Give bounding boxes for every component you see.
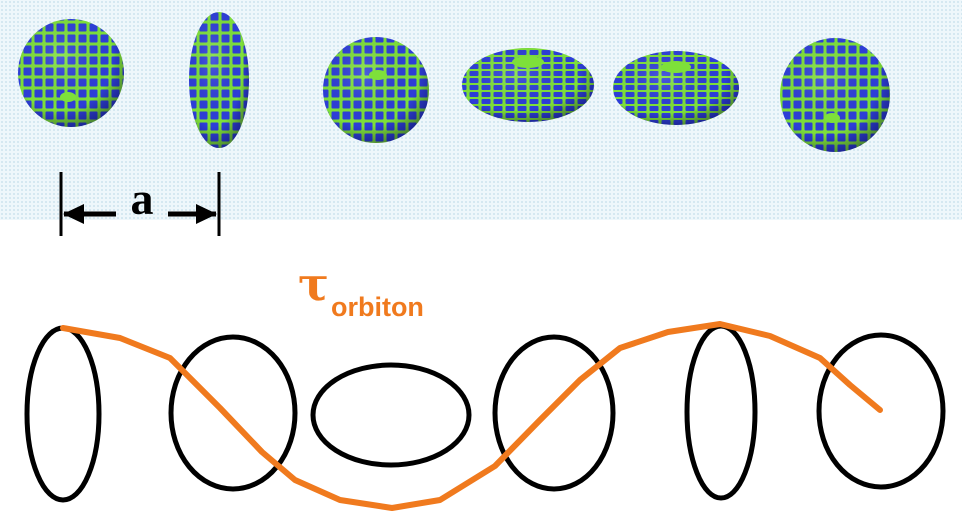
outline-ellipse-6: [816, 332, 946, 490]
outline-ellipse-1: [24, 325, 102, 503]
outline-ellipse-3: [310, 362, 472, 468]
orbital-oblate-5: [613, 51, 739, 125]
orbiton-path: [60, 321, 883, 511]
orbital-oblate-4: [462, 48, 594, 122]
orbital-sphere-6: [780, 38, 890, 152]
tau-symbol: τ: [298, 257, 329, 311]
orbital-sphere-1: [18, 19, 124, 127]
outline-ellipse-5: [684, 323, 758, 501]
arrowhead-left: [63, 204, 84, 224]
arrowhead-right: [196, 204, 217, 224]
outline-ellipse-2: [168, 334, 298, 492]
orbital-sphere-3: [323, 37, 429, 143]
orbital-prolate-2: [189, 12, 249, 148]
lattice-label: a: [131, 173, 154, 224]
outline-ellipse-4: [492, 334, 616, 492]
lattice-dimension: a: [59, 172, 221, 236]
orbital-row: [18, 12, 890, 152]
tau-label: τorbiton: [298, 257, 424, 322]
tau-subscript: orbiton: [331, 292, 424, 322]
